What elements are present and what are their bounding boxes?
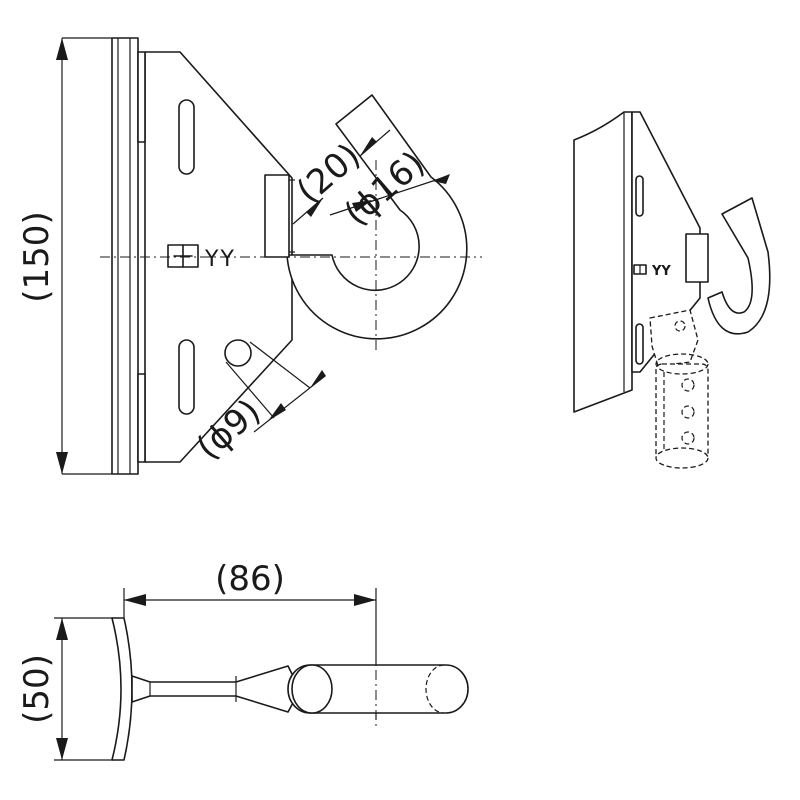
hook-clamp <box>264 174 290 258</box>
dim-150-label: (150) <box>17 211 57 302</box>
base-plate <box>111 37 139 475</box>
iso-base-plate <box>573 111 633 413</box>
top-arm <box>131 665 301 713</box>
iso-pipe-clamp <box>649 309 709 469</box>
dim-50-label: (50) <box>17 654 57 724</box>
dim-86-label: (86) <box>215 559 285 599</box>
iso-brand-text: YY <box>651 264 671 279</box>
brand-text: YY <box>204 247 236 272</box>
top-curved-plate <box>111 617 133 761</box>
upper-slot <box>178 99 195 175</box>
top-pipe <box>287 664 469 714</box>
front-view: YY (150) (20) (ϕ16) <box>17 37 482 475</box>
lower-slot <box>178 339 195 415</box>
iso-hook <box>707 197 771 335</box>
dimension-height: (150) <box>17 37 112 475</box>
perspective-view: YY <box>573 111 771 469</box>
iso-bracket-plate <box>631 111 701 373</box>
double-e-logo-icon-small <box>633 264 647 275</box>
iso-hook-clamp <box>685 233 709 283</box>
mounting-hole <box>224 339 252 367</box>
double-e-logo-icon <box>167 244 199 268</box>
top-pipe-end <box>291 664 333 714</box>
dimension-plate-width: (50) <box>17 617 114 761</box>
hook <box>286 94 468 340</box>
top-view: (86) (50) <box>17 559 469 761</box>
dimension-depth: (86) <box>123 559 377 720</box>
